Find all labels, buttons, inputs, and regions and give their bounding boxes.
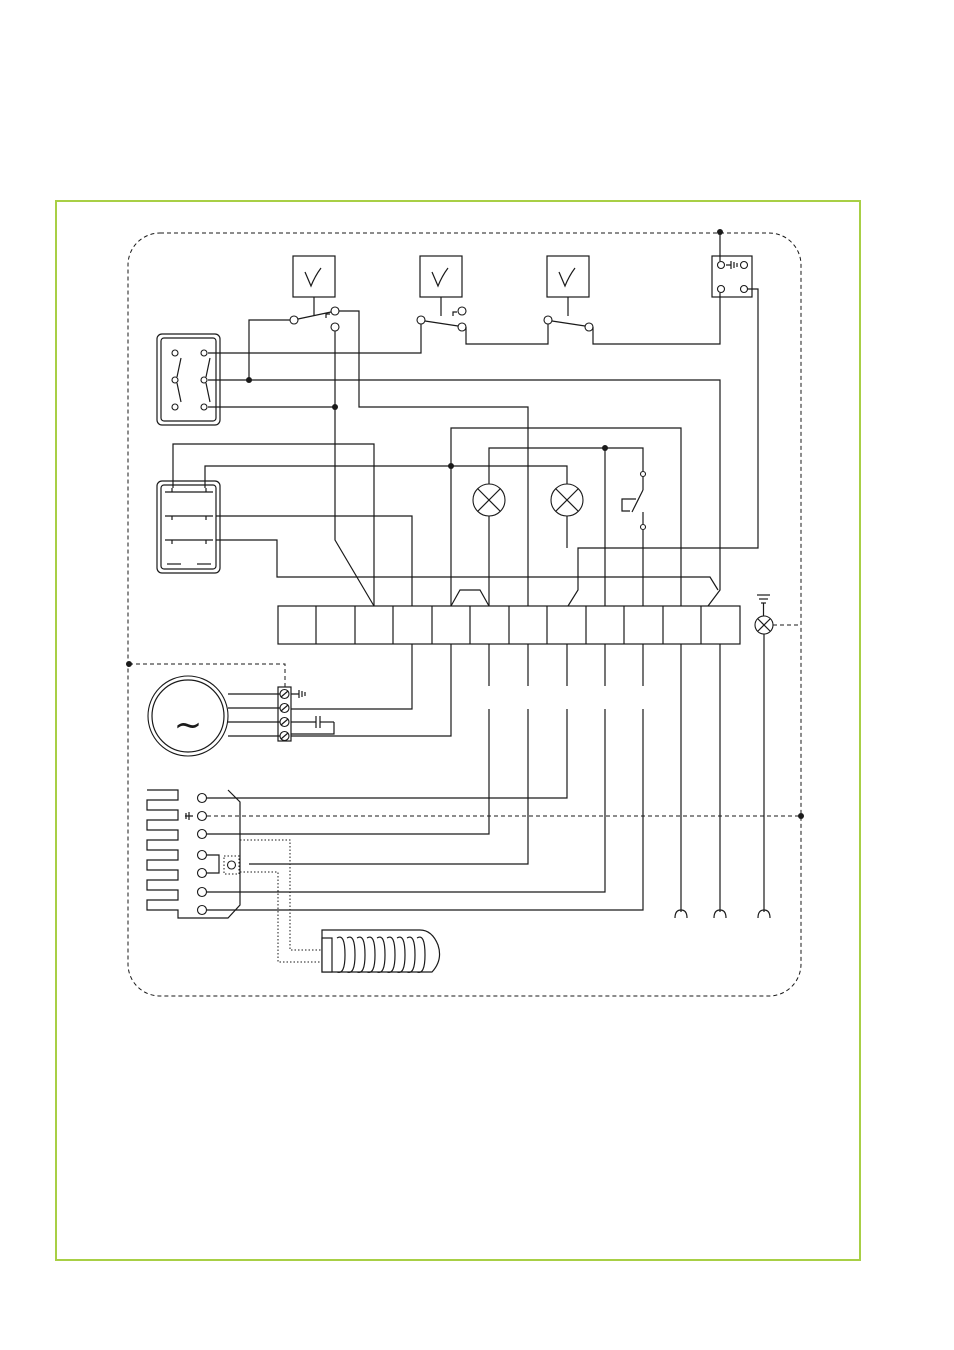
door-switch	[621, 470, 647, 531]
heater-element	[146, 789, 241, 919]
wiring	[129, 232, 801, 963]
ground-lamp	[754, 594, 801, 912]
motor-terminal-strip	[277, 686, 306, 742]
motor: ~	[147, 675, 229, 757]
motor-symbol: ~	[174, 705, 203, 745]
junction-nodes	[126, 229, 804, 819]
thermostat-2	[419, 255, 463, 316]
sensor	[223, 855, 240, 875]
thermostat-1-contacts	[289, 306, 340, 332]
thermostat-1	[292, 255, 336, 316]
thermal-fuse	[711, 255, 753, 298]
terminal-block	[277, 605, 741, 645]
enclosure-boundary	[127, 232, 802, 997]
capacitor	[291, 716, 334, 728]
diagram-frame	[55, 200, 861, 1261]
solenoid-coil	[321, 929, 441, 973]
indicator-lamp-2	[550, 483, 584, 517]
double-pole-switch	[156, 333, 221, 426]
thermostat-3-contacts	[543, 315, 594, 332]
indicator-lamp-1	[472, 483, 506, 517]
push-button-switch	[156, 480, 221, 574]
thermostat-3	[546, 255, 590, 316]
